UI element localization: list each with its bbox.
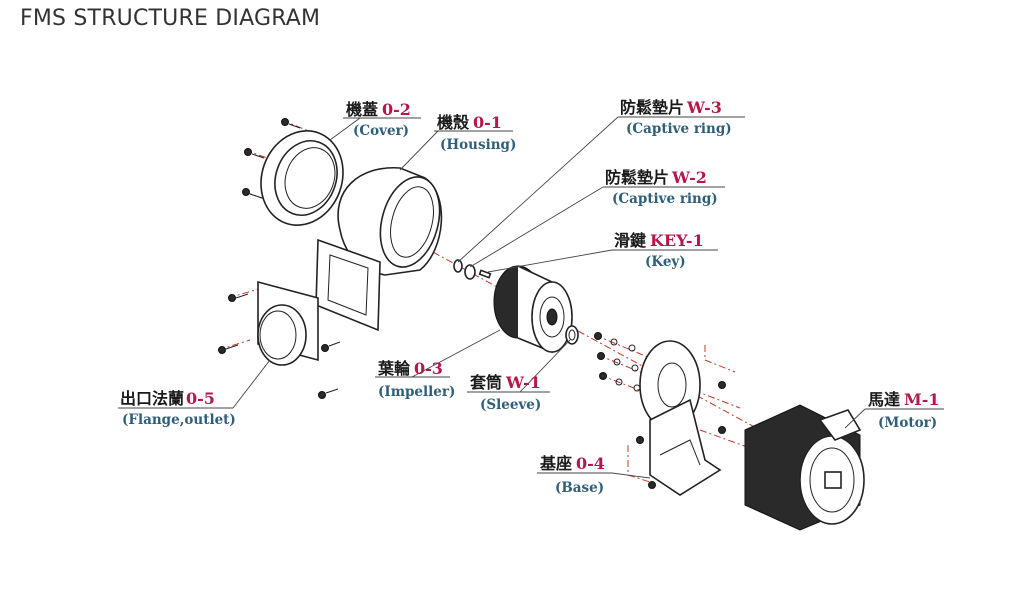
label-en: (Sleeve) — [480, 397, 541, 413]
label-en: (Housing) — [440, 137, 516, 153]
bolt — [718, 381, 726, 389]
label-en: (Key) — [645, 254, 686, 270]
label-code: 0-2 — [382, 100, 411, 119]
label-code: 0-3 — [414, 359, 443, 378]
svg-text:機殼0-1: 機殼0-1 — [437, 113, 502, 132]
bolt — [597, 352, 639, 372]
svg-text:機蓋0-2: 機蓋0-2 — [346, 100, 411, 119]
label-en: (Flange,outlet) — [122, 412, 236, 428]
label-code: 0-4 — [576, 454, 605, 473]
label-zh: 機殼 — [437, 113, 470, 132]
bolt — [318, 388, 339, 399]
label-zh: 機蓋 — [346, 100, 378, 119]
svg-text:基座0-4: 基座0-4 — [539, 454, 605, 473]
bolt — [228, 293, 249, 302]
bolt — [244, 148, 265, 159]
label-zh: 套筒 — [469, 373, 502, 392]
label-en: (Impeller) — [378, 384, 455, 400]
label-zh: 葉輪 — [377, 359, 411, 378]
bolt — [242, 188, 263, 199]
label-en: (Base) — [555, 480, 604, 496]
label-code: KEY-1 — [650, 231, 704, 250]
motor-part — [744, 404, 865, 531]
bolt — [594, 332, 636, 352]
captive-ring-w2-part — [464, 264, 476, 280]
bolts — [218, 118, 726, 489]
label-zh: 出口法蘭 — [120, 389, 184, 408]
label-en: (Motor) — [878, 415, 937, 431]
label-zh: 滑鍵 — [614, 231, 646, 250]
bolt — [648, 481, 656, 489]
flange-part — [257, 280, 319, 366]
page-title: FMS STRUCTURE DIAGRAM — [20, 6, 321, 31]
label-zh: 馬達 — [868, 390, 900, 409]
label-code: W-2 — [671, 168, 707, 187]
label-code: W-3 — [686, 98, 722, 117]
label-en: (Captive ring) — [626, 121, 732, 137]
captive-ring-w3-part — [453, 259, 463, 273]
bolt — [636, 436, 644, 444]
svg-text:葉輪0-3: 葉輪0-3 — [377, 359, 443, 378]
key-part — [478, 269, 492, 279]
label-zh: 防鬆墊片 — [605, 168, 669, 187]
label-zh: 基座 — [539, 454, 572, 473]
cover-part — [260, 130, 344, 226]
bolt — [599, 372, 641, 392]
impeller-part — [493, 265, 573, 354]
bolt — [218, 344, 239, 354]
leader-lines — [118, 116, 944, 479]
sleeve-part — [565, 325, 579, 345]
svg-text:套筒W-1: 套筒W-1 — [469, 373, 541, 392]
label-en: (Cover) — [353, 123, 409, 139]
label-code: 0-5 — [186, 389, 215, 408]
housing-part — [315, 167, 443, 332]
bolt — [718, 426, 726, 434]
bolt — [281, 118, 301, 129]
base-part — [639, 340, 722, 496]
label-zh: 防鬆墊片 — [620, 98, 684, 117]
label-code: M-1 — [904, 390, 939, 409]
svg-text:馬達M-1: 馬達M-1 — [868, 390, 940, 409]
label-en: (Captive ring) — [612, 191, 718, 207]
label-code: 0-1 — [473, 113, 502, 132]
label-code: W-1 — [505, 373, 541, 392]
bolt — [321, 341, 341, 352]
